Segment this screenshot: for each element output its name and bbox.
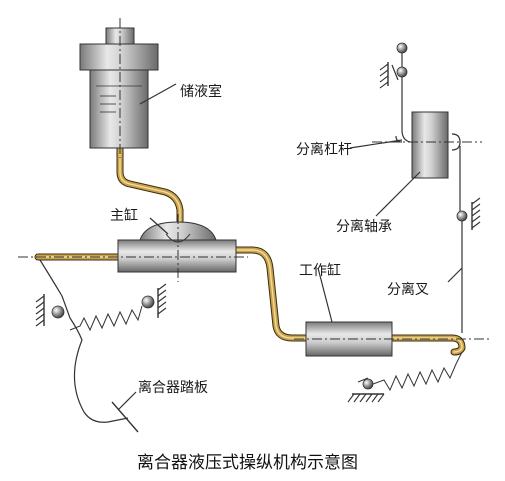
label-clutch-pedal: 离合器踏板 [138, 379, 208, 396]
label-release-lever: 分离杠杆 [296, 141, 352, 158]
release-fork [456, 146, 481, 333]
label-release-bearing: 分离轴承 [336, 218, 392, 235]
release-lever [379, 42, 461, 151]
diagram-caption: 离合器液压式操纵机构示意图 [137, 453, 358, 473]
slave-cylinder [294, 321, 490, 357]
clutch-pedal-mechanism [35, 259, 167, 433]
release-bearing [372, 111, 482, 179]
label-master-cylinder: 主缸 [110, 207, 138, 224]
label-reservoir: 储液室 [180, 83, 222, 100]
master-cylinder [18, 214, 248, 282]
hydraulic-lines [34, 144, 466, 356]
label-slave-cylinder: 工作缸 [299, 262, 341, 279]
leader-lines [117, 83, 463, 411]
reservoir [79, 18, 159, 158]
label-release-fork: 分离叉 [387, 281, 429, 298]
fork-return-spring [347, 351, 463, 403]
labels: 储液室 主缸 工作缸 分离杠杆 分离轴承 分离叉 离合器踏板 离合器液压式操纵机… [110, 83, 429, 473]
